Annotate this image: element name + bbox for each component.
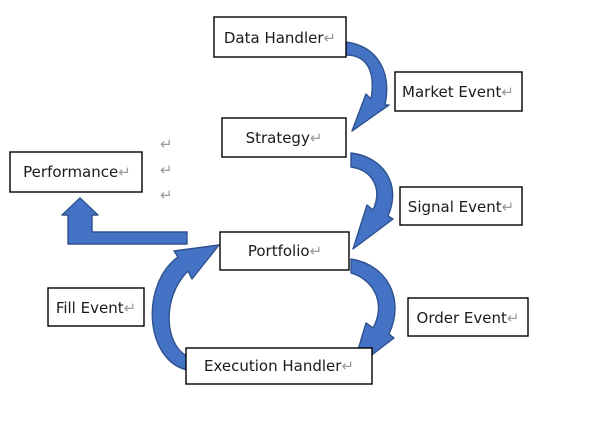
paragraph-mark: ↵ — [118, 163, 131, 181]
fill-event-label: Fill Event — [56, 299, 124, 317]
strategy-label: Strategy — [246, 129, 310, 147]
market-event-label-box: Market Event↵ — [394, 71, 523, 112]
performance-label: Performance — [23, 163, 118, 181]
paragraph-mark: ↵ — [160, 161, 173, 179]
svg-text:Order Event↵: Order Event↵ — [417, 309, 520, 327]
signal-event-label: Signal Event — [408, 198, 502, 216]
svg-text:Fill Event↵: Fill Event↵ — [56, 299, 136, 317]
svg-text:Signal Event↵: Signal Event↵ — [408, 198, 514, 216]
execution-handler-node: Execution Handler↵ — [185, 347, 373, 385]
svg-text:Data Handler↵: Data Handler↵ — [224, 29, 336, 47]
svg-text:Execution Handler↵: Execution Handler↵ — [204, 357, 354, 375]
market-event-arrow — [345, 41, 390, 132]
paragraph-mark: ↵ — [507, 309, 520, 327]
paragraph-mark: ↵ — [502, 198, 515, 216]
performance-node: Performance↵ — [9, 151, 143, 193]
fill-event-label-box: Fill Event↵ — [47, 287, 145, 327]
signal-event-arrow — [350, 152, 394, 250]
paragraph-mark: ↵ — [310, 129, 323, 147]
svg-text:Strategy↵: Strategy↵ — [246, 129, 323, 147]
paragraph-mark: ↵ — [160, 135, 173, 153]
portfolio-label: Portfolio — [248, 242, 310, 260]
paragraph-mark: ↵ — [324, 29, 337, 47]
strategy-node: Strategy↵ — [221, 117, 347, 158]
order-event-label-box: Order Event↵ — [407, 297, 529, 337]
order-event-arrow — [350, 258, 396, 371]
paragraph-mark: ↵ — [160, 186, 173, 204]
portfolio-node: Portfolio↵ — [219, 231, 350, 271]
order-event-label: Order Event — [417, 309, 507, 327]
paragraph-mark: ↵ — [501, 83, 514, 101]
performance-arrow — [61, 197, 188, 245]
execution-handler-label: Execution Handler — [204, 357, 342, 375]
paragraph-mark: ↵ — [124, 299, 137, 317]
signal-event-label-box: Signal Event↵ — [399, 186, 523, 226]
paragraph-mark: ↵ — [341, 357, 354, 375]
svg-text:Market Event↵: Market Event↵ — [402, 83, 514, 101]
fill-event-arrow — [151, 244, 220, 371]
paragraph-mark: ↵ — [310, 242, 323, 260]
data-handler-node: Data Handler↵ — [213, 16, 347, 58]
svg-text:Portfolio↵: Portfolio↵ — [248, 242, 322, 260]
svg-text:Performance↵: Performance↵ — [23, 163, 131, 181]
data-handler-label: Data Handler — [224, 29, 324, 47]
market-event-label: Market Event — [402, 83, 501, 101]
